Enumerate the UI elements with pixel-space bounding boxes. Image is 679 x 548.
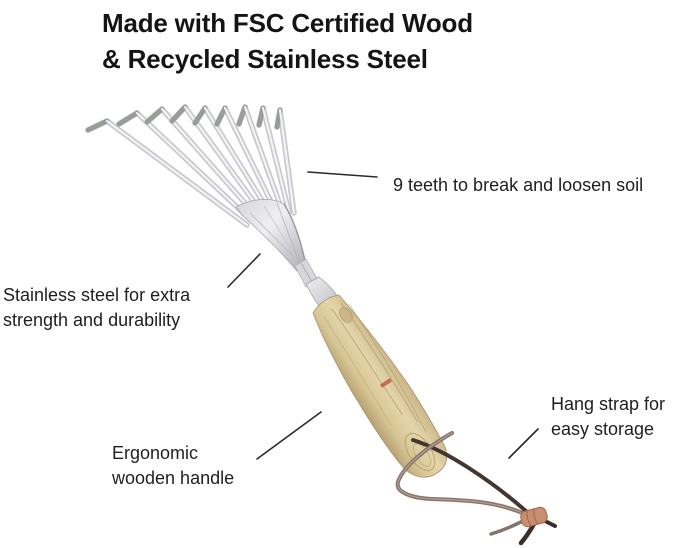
- annotation-strap-line-2: easy storage: [551, 419, 655, 439]
- annotation-strap-line-1: Hang strap for: [551, 394, 666, 414]
- callout-line-steel: [227, 253, 261, 288]
- tine: [274, 107, 297, 216]
- annotation-teeth-text: 9 teeth to break and loosen soil: [393, 175, 644, 195]
- annotation-wooden-handle: Ergonomic wooden handle: [112, 441, 234, 491]
- annotation-handle-line-1: Ergonomic: [112, 443, 199, 463]
- annotation-stainless-steel: Stainless steel for extra strength and d…: [3, 283, 190, 333]
- tine: [144, 106, 262, 222]
- tine: [169, 104, 268, 220]
- annotation-hang-strap: Hang strap for easy storage: [551, 392, 665, 442]
- brand-stamp: [380, 378, 392, 388]
- headline: Made with FSC Certified Wood & Recycled …: [102, 5, 473, 77]
- headline-line-2: & Recycled Stainless Steel: [102, 44, 428, 74]
- callout-lines: [227, 171, 539, 460]
- strap-knot: [520, 506, 548, 528]
- steel-cone: [235, 199, 306, 272]
- annotation-handle-line-2: wooden handle: [112, 468, 235, 488]
- tine: [85, 118, 250, 228]
- rake-tines: [85, 104, 297, 228]
- tine: [256, 105, 292, 215]
- strap-cord-dark: [411, 438, 529, 514]
- callout-line-teeth: [307, 171, 378, 178]
- headline-line-1: Made with FSC Certified Wood: [102, 8, 473, 38]
- callout-line-handle: [256, 411, 322, 460]
- tine: [116, 110, 256, 225]
- tine: [214, 105, 280, 217]
- annotation-teeth: 9 teeth to break and loosen soil: [393, 173, 643, 198]
- annotation-steel-line-2: strength and durability: [3, 310, 181, 330]
- tine: [236, 104, 286, 216]
- annotation-steel-line-1: Stainless steel for extra: [3, 285, 191, 305]
- hang-strap: [395, 431, 557, 546]
- callout-line-strap: [508, 428, 539, 459]
